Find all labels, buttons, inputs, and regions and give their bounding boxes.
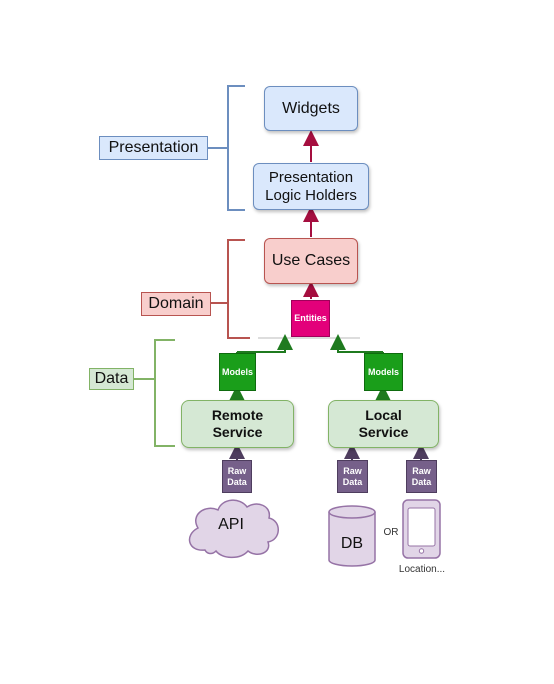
presentation-layer-label: Presentation: [99, 136, 208, 160]
widgets-node: Widgets: [264, 86, 358, 131]
phone-icon: [402, 499, 441, 559]
entities-node: Entities: [291, 300, 330, 337]
or-label: OR: [383, 527, 399, 538]
remote-service-node: Remote Service: [181, 400, 294, 448]
raw-data-device-node: Raw Data: [406, 460, 437, 493]
arrow-models-right-to-entities: [330, 334, 383, 353]
raw-data-db-node: Raw Data: [337, 460, 368, 493]
data-bracket: [134, 339, 175, 447]
raw-data-api-node: Raw Data: [222, 460, 252, 493]
models-right-node: Models: [364, 353, 403, 391]
models-left-node: Models: [219, 353, 256, 391]
presentation-bracket: [208, 85, 245, 211]
data-layer-label: Data: [89, 368, 134, 390]
api-cloud-shape: [188, 499, 279, 559]
presentation-logic-holders-node: Presentation Logic Holders: [253, 163, 369, 210]
domain-bracket: [211, 239, 250, 339]
db-label: DB: [340, 535, 364, 553]
api-label: API: [218, 516, 244, 534]
db-cylinder-shape: [328, 505, 376, 567]
location-label: Location...: [398, 564, 446, 575]
domain-layer-label: Domain: [141, 292, 211, 316]
use-cases-node: Use Cases: [264, 238, 358, 284]
local-service-node: Local Service: [328, 400, 439, 448]
